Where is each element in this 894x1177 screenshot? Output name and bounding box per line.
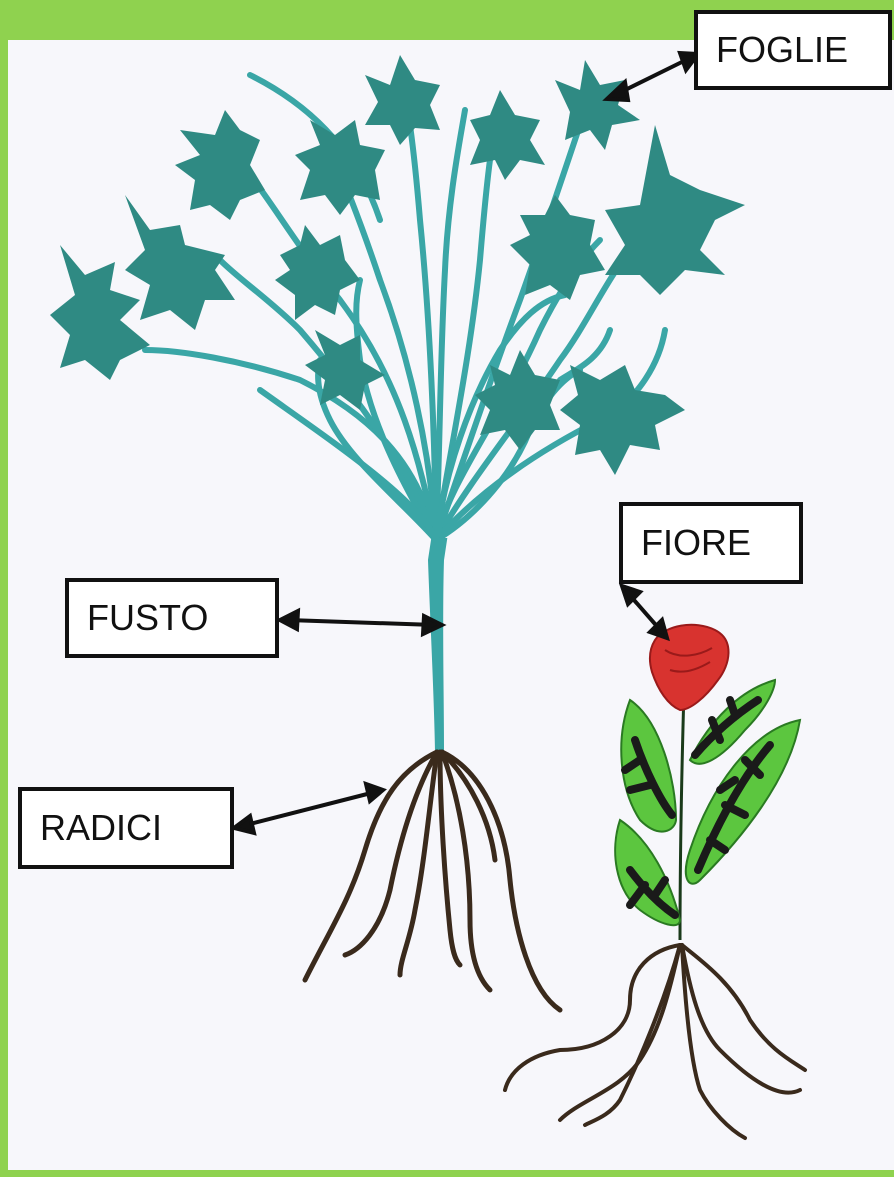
radici-arrow [234,784,383,833]
label-fiore: FIORE [619,502,803,584]
plant-roots [305,752,560,1010]
label-fusto: FUSTO [65,578,279,658]
flower-plant [505,625,805,1138]
fiore-arrow [622,586,667,638]
foglie-arrow [607,53,698,100]
label-foglie: FOGLIE [694,10,892,90]
label-radici: RADICI [18,787,234,869]
flower-roots [505,945,805,1138]
flower-stem [680,690,684,940]
plant-leaves [50,55,745,475]
fusto-stem [430,540,445,752]
fusto-arrow [280,611,442,634]
